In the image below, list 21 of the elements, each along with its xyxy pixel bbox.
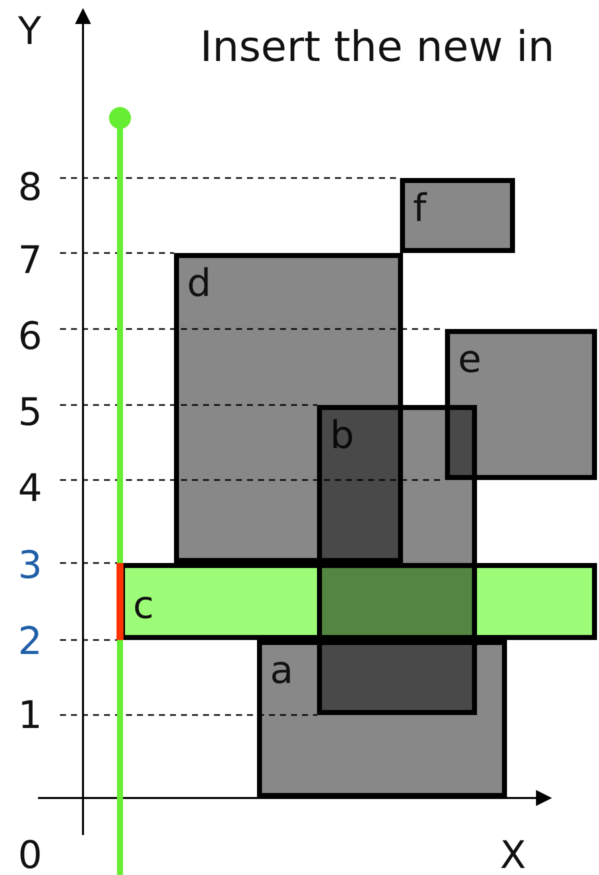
tick-label: 4 bbox=[18, 469, 42, 507]
tick-label: 5 bbox=[18, 393, 42, 431]
rectangle-label: c bbox=[133, 586, 154, 624]
rectangle bbox=[400, 178, 515, 253]
tick-label: 8 bbox=[18, 168, 42, 206]
tick-label: 0 bbox=[18, 836, 42, 874]
rectangle-label: e bbox=[458, 340, 482, 378]
rectangle bbox=[445, 329, 597, 480]
tick-label: 1 bbox=[18, 696, 42, 734]
rectangle-label: d bbox=[187, 264, 212, 302]
rectangle-label: b bbox=[330, 416, 354, 454]
tick-label: 6 bbox=[18, 317, 42, 355]
title: Insert the new in bbox=[200, 26, 555, 68]
tick-label: 3 bbox=[18, 546, 42, 584]
rectangle-label: a bbox=[270, 651, 294, 689]
tick-label: 2 bbox=[18, 622, 42, 660]
tick-label: 7 bbox=[18, 241, 42, 279]
rectangle bbox=[257, 640, 507, 798]
axis-label: X bbox=[500, 836, 526, 874]
axis-label: Y bbox=[18, 12, 42, 50]
rectangle-label: f bbox=[413, 189, 426, 227]
